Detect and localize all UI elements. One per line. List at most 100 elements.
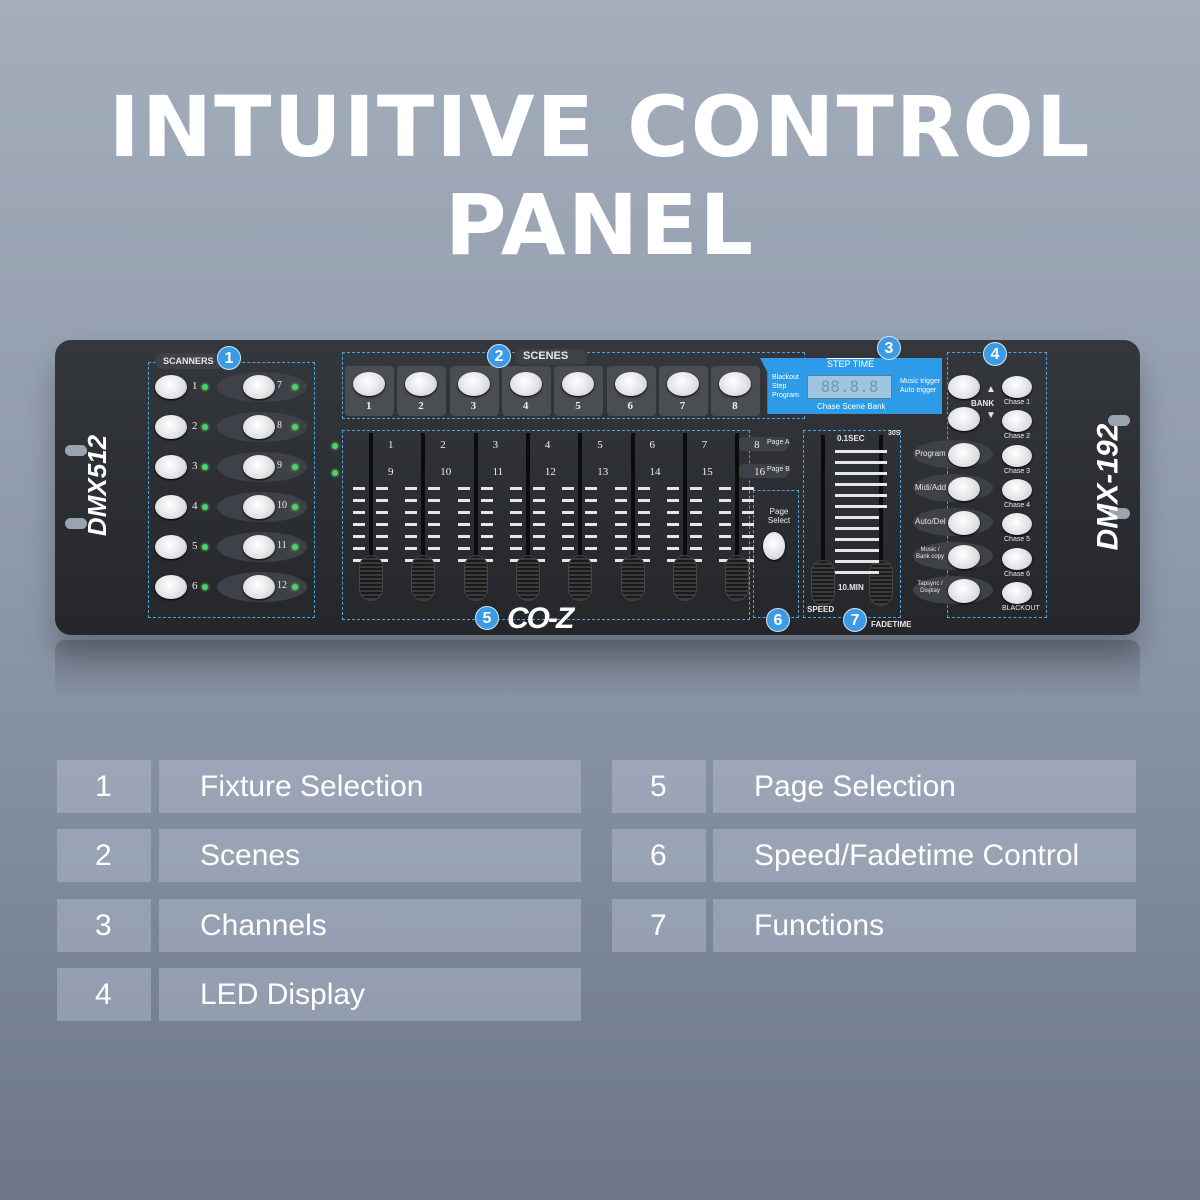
- scanner-button[interactable]: [155, 375, 187, 399]
- scanner-button[interactable]: [155, 535, 187, 559]
- scale-tick: [457, 547, 470, 550]
- scale-tick: [353, 559, 365, 562]
- scale-tick: [689, 499, 702, 502]
- channel-fader-track: [473, 433, 478, 583]
- fadetime-fader-knob[interactable]: [869, 560, 893, 606]
- chase-button[interactable]: [1002, 513, 1032, 536]
- scanner-button[interactable]: [155, 455, 187, 479]
- scene-button[interactable]: [562, 372, 595, 396]
- dmx-controller: DMX512 DMX-192 CO-Z SCANNERS SCENES STEP…: [55, 336, 1140, 635]
- bank-label: BANK: [971, 399, 995, 408]
- scale-tick: [585, 535, 598, 538]
- scale-tick: [457, 559, 470, 562]
- chase-label: Chase 5: [1004, 536, 1031, 544]
- scale-tick: [532, 559, 545, 562]
- scale-tick: [637, 511, 650, 514]
- scanner-number: 4: [192, 500, 198, 512]
- scale-tick: [689, 559, 702, 562]
- speed-scale-tick: [835, 527, 879, 530]
- scanner-button[interactable]: [155, 495, 187, 519]
- channel-fader-knob[interactable]: [725, 555, 750, 601]
- chase-button[interactable]: [1002, 581, 1032, 604]
- scanner-button[interactable]: [243, 415, 275, 439]
- scanner-button[interactable]: [243, 575, 275, 599]
- scene-button[interactable]: [719, 372, 752, 396]
- channel-number: 5: [597, 439, 603, 451]
- chase-label: Chase 1: [1004, 399, 1031, 406]
- speed-scale-tick: [835, 505, 887, 508]
- scene-button[interactable]: [405, 372, 438, 396]
- scale-tick: [376, 535, 388, 538]
- channel-fader-knob[interactable]: [568, 555, 593, 601]
- scale-tick: [480, 535, 493, 538]
- chase-button[interactable]: [1002, 444, 1032, 467]
- speed-top-label: 0.1SEC: [837, 434, 865, 443]
- scale-tick: [689, 487, 702, 490]
- scanner-button[interactable]: [243, 495, 275, 519]
- chase-button[interactable]: [1002, 478, 1032, 501]
- channel-fader-knob[interactable]: [620, 555, 645, 601]
- scale-tick: [457, 535, 470, 538]
- function-button[interactable]: [948, 477, 980, 501]
- channel-number: 4: [544, 439, 551, 451]
- bank-up-icon[interactable]: ▲: [986, 384, 996, 395]
- device-reflection: [55, 640, 1140, 700]
- function-button[interactable]: [948, 545, 980, 569]
- bank-down-button[interactable]: [948, 407, 980, 431]
- scale-tick: [376, 559, 388, 562]
- scanner-number: 2: [192, 420, 198, 432]
- function-button[interactable]: [948, 579, 980, 603]
- scene-button[interactable]: [614, 372, 647, 396]
- scanner-button[interactable]: [243, 535, 275, 559]
- bank-up-button[interactable]: [948, 375, 980, 399]
- speed-fader-knob[interactable]: [811, 560, 835, 606]
- scale-tick: [428, 535, 441, 538]
- legend-label: Page Selection: [713, 760, 1136, 813]
- channel-number: 10: [440, 466, 452, 478]
- speed-scale-tick: [835, 483, 887, 486]
- scanner-button[interactable]: [155, 415, 187, 439]
- channel-fader-knob[interactable]: [359, 555, 383, 601]
- scene-button[interactable]: [509, 372, 542, 396]
- scene-button[interactable]: [457, 372, 490, 396]
- scanner-number: 12: [277, 580, 287, 591]
- chase-button[interactable]: [1002, 410, 1032, 433]
- scanner-button[interactable]: [243, 455, 275, 479]
- channel-fader-knob[interactable]: [515, 555, 540, 601]
- channel-fader-knob[interactable]: [672, 555, 697, 601]
- scanner-button[interactable]: [155, 575, 187, 599]
- function-button[interactable]: [948, 511, 980, 535]
- speed-scale-tick: [835, 461, 887, 464]
- chase-button[interactable]: [1002, 547, 1032, 570]
- scene-button[interactable]: [666, 372, 699, 396]
- page-select-button[interactable]: [763, 532, 785, 560]
- speed-scale-tick: [835, 516, 879, 519]
- scanner-number: 7: [277, 380, 282, 391]
- bank-down-icon[interactable]: ▼: [986, 410, 996, 421]
- channel-fader-track: [682, 433, 687, 583]
- scale-tick: [353, 535, 365, 538]
- scanner-button[interactable]: [243, 375, 275, 399]
- page-select-label: Page Select: [767, 507, 791, 525]
- speed-fader-track: [821, 435, 825, 585]
- scale-tick: [353, 547, 365, 550]
- channel-fader-knob[interactable]: [463, 555, 488, 601]
- scale-tick: [428, 511, 441, 514]
- scale-tick: [509, 547, 522, 550]
- scale-tick: [509, 511, 522, 514]
- rack-ear-hole: [1108, 508, 1130, 519]
- display-label: Blackout: [772, 374, 799, 381]
- legend-number: 1: [57, 760, 151, 813]
- scanner-number: 10: [277, 500, 287, 511]
- scene-button[interactable]: [353, 372, 385, 396]
- chase-button[interactable]: [1002, 376, 1032, 398]
- scale-tick: [457, 499, 470, 502]
- channel-fader-knob[interactable]: [411, 555, 436, 601]
- speed-scale-tick: [835, 538, 879, 541]
- speed-scale-tick: [835, 571, 879, 574]
- function-button[interactable]: [948, 443, 980, 467]
- fadetime-fader-track: [879, 435, 883, 585]
- led-readout: 88.8.8: [807, 375, 892, 399]
- scale-tick: [405, 523, 418, 526]
- scale-tick: [637, 487, 650, 490]
